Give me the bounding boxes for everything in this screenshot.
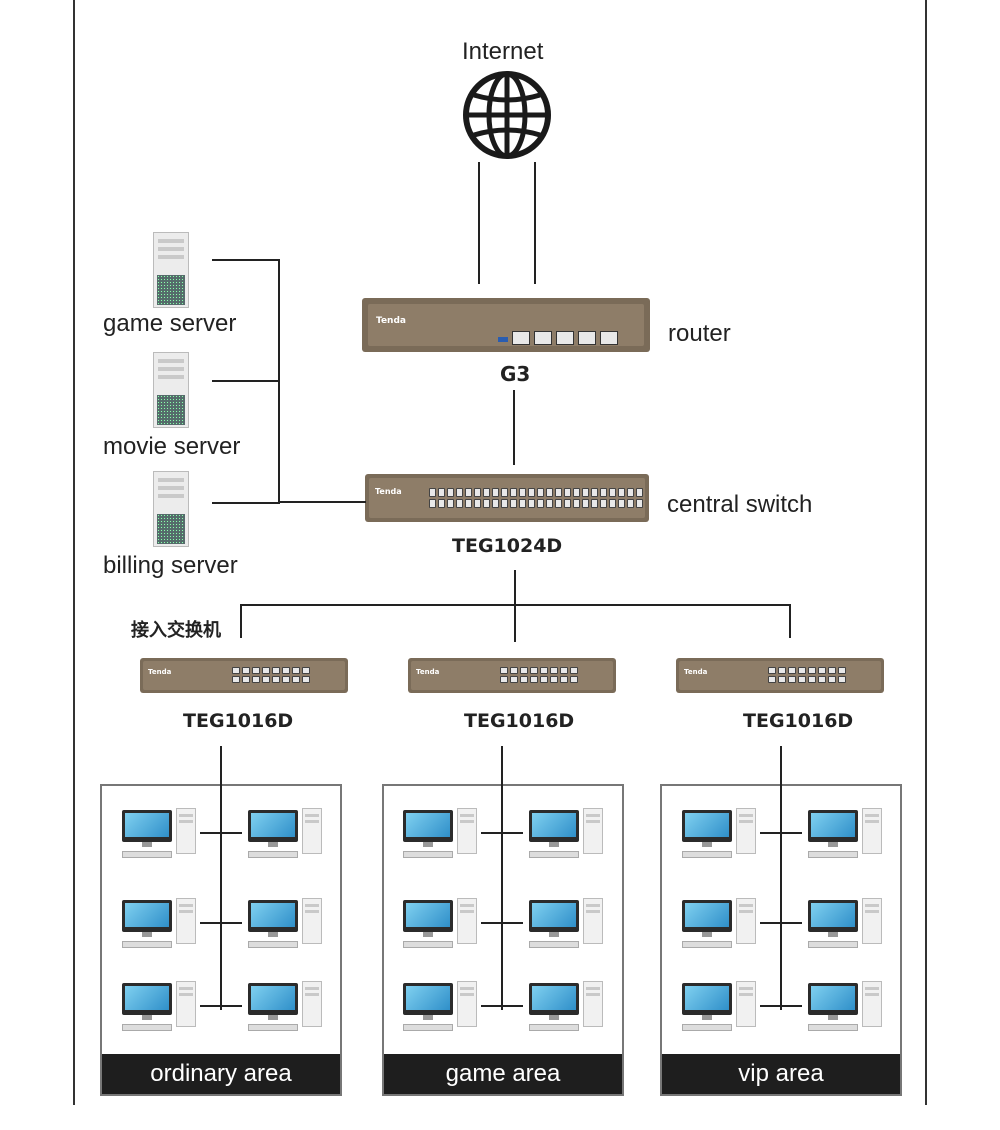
- distribution-horizontal: [240, 604, 791, 606]
- access-switch-device: Tenda: [408, 658, 616, 693]
- area-spine: [501, 746, 503, 1010]
- pc-link: [481, 832, 523, 834]
- pc-link: [481, 922, 523, 924]
- pc-link: [200, 1005, 242, 1007]
- central-switch-model-label: TEG1024D: [452, 535, 563, 557]
- internet-link-b: [534, 162, 536, 284]
- distribution-drop-left: [240, 604, 242, 638]
- central-switch-ports: [429, 488, 643, 508]
- access-switch-model-label: TEG1016D: [464, 710, 575, 732]
- pc-link: [200, 832, 242, 834]
- computer-icon: [248, 981, 324, 1035]
- pc-link: [760, 922, 802, 924]
- router-port-5: [600, 331, 618, 345]
- access-switch-device: Tenda: [140, 658, 348, 693]
- router-model-label: G3: [500, 362, 531, 386]
- computer-icon: [403, 808, 479, 862]
- router-usb-port: [498, 337, 508, 342]
- area-label: ordinary area: [102, 1054, 340, 1094]
- computer-icon: [682, 808, 758, 862]
- server-link: [212, 380, 280, 382]
- area-label: vip area: [662, 1054, 900, 1094]
- pc-link: [481, 1005, 523, 1007]
- distribution-drop-right: [789, 604, 791, 638]
- pc-link: [760, 832, 802, 834]
- globe-icon: [463, 71, 551, 159]
- access-switch-model-label: TEG1016D: [183, 710, 294, 732]
- access-switch-device: Tenda: [676, 658, 884, 693]
- switch-ports: [768, 667, 846, 683]
- router-device: Tenda: [362, 298, 650, 352]
- router-role-label: router: [668, 320, 731, 347]
- server-link: [212, 259, 280, 261]
- computer-icon: [403, 898, 479, 952]
- router-port-1: [512, 331, 530, 345]
- router-port-3: [556, 331, 574, 345]
- computer-icon: [808, 981, 884, 1035]
- computer-icon: [248, 808, 324, 862]
- switch-ports: [232, 667, 310, 683]
- router-brand-logo: Tenda: [376, 316, 406, 326]
- area-label: game area: [384, 1054, 622, 1094]
- central-switch-brand-logo: Tenda: [375, 487, 402, 496]
- switch-down-trunk: [514, 570, 516, 642]
- server-label: billing server: [103, 552, 238, 579]
- central-switch-role-label: central switch: [667, 491, 813, 518]
- pc-link: [200, 922, 242, 924]
- server-tower-icon: [153, 471, 189, 547]
- computer-icon: [529, 898, 605, 952]
- server-label: movie server: [103, 433, 241, 460]
- server-bus-vertical: [278, 259, 280, 503]
- computer-icon: [682, 981, 758, 1035]
- frame-right-line: [925, 0, 927, 1105]
- switch-ports: [500, 667, 578, 683]
- router-port-2: [534, 331, 552, 345]
- router-port-4: [578, 331, 596, 345]
- computer-icon: [808, 808, 884, 862]
- computer-icon: [122, 981, 198, 1035]
- computer-icon: [122, 808, 198, 862]
- server-label: game server: [103, 310, 237, 337]
- computer-icon: [529, 981, 605, 1035]
- computer-icon: [122, 898, 198, 952]
- computer-icon: [808, 898, 884, 952]
- frame-left-line: [73, 0, 75, 1105]
- server-tower-icon: [153, 232, 189, 308]
- server-bus-to-switch: [278, 501, 366, 503]
- pc-link: [760, 1005, 802, 1007]
- computer-icon: [529, 808, 605, 862]
- central-switch-device: Tenda: [365, 474, 649, 522]
- internet-label: Internet: [462, 38, 544, 65]
- server-link: [212, 502, 280, 504]
- switch-brand-logo: Tenda: [416, 668, 440, 676]
- access-switch-model-label: TEG1016D: [743, 710, 854, 732]
- switch-brand-logo: Tenda: [148, 668, 172, 676]
- internet-link-a: [478, 162, 480, 284]
- area-spine: [220, 746, 222, 1010]
- area-spine: [780, 746, 782, 1010]
- switch-brand-logo: Tenda: [684, 668, 708, 676]
- router-to-switch-link: [513, 390, 515, 465]
- computer-icon: [403, 981, 479, 1035]
- computer-icon: [248, 898, 324, 952]
- computer-icon: [682, 898, 758, 952]
- access-switch-label: 接入交换机: [131, 620, 221, 641]
- server-tower-icon: [153, 352, 189, 428]
